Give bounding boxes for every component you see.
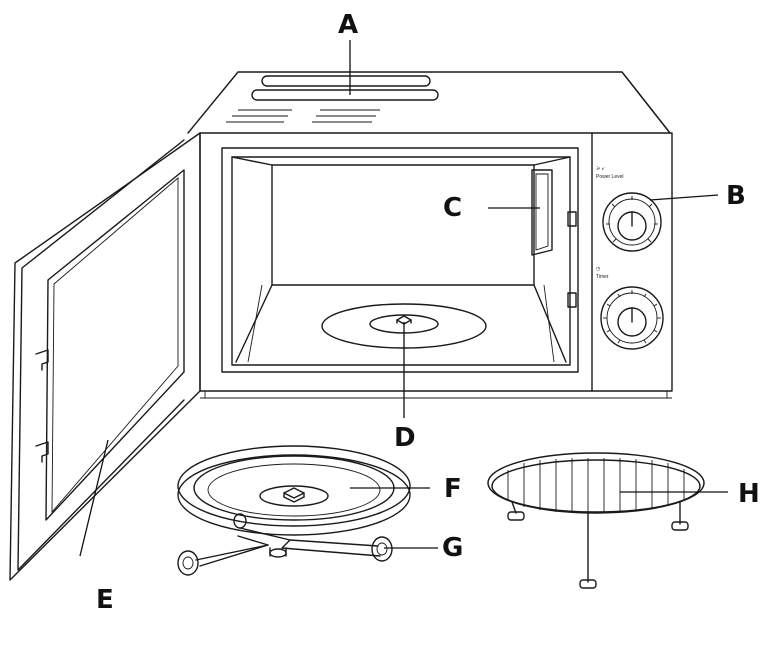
door-latch-slot-upper bbox=[567, 211, 577, 227]
label-a: A bbox=[338, 10, 358, 40]
svg-text:◷: ◷ bbox=[596, 266, 601, 272]
control-panel: ⚞ ⩗ Power Level ◷ Timer bbox=[596, 166, 664, 350]
microwave-door bbox=[9, 132, 201, 581]
power-level-label: Power Level bbox=[596, 174, 624, 180]
label-c: C bbox=[443, 193, 462, 223]
svg-text:⚞ ⩗: ⚞ ⩗ bbox=[596, 166, 605, 172]
power-level-knob[interactable] bbox=[602, 192, 662, 252]
label-g: G bbox=[442, 533, 463, 563]
microwave-body bbox=[187, 71, 673, 399]
timer-knob[interactable] bbox=[600, 286, 664, 350]
leader-lines bbox=[79, 40, 728, 557]
label-e: E bbox=[96, 585, 114, 615]
label-f: F bbox=[444, 474, 462, 504]
oven-cavity bbox=[221, 147, 579, 373]
label-b: B bbox=[726, 181, 746, 211]
label-d: D bbox=[394, 423, 416, 453]
top-vents bbox=[226, 75, 439, 123]
grill-rack bbox=[487, 452, 705, 589]
door-latch-slot-lower bbox=[567, 292, 577, 308]
timer-label: Timer bbox=[596, 274, 609, 280]
door-hook-upper bbox=[35, 349, 49, 371]
door-hook-lower bbox=[35, 441, 49, 463]
glass-turntable-tray bbox=[177, 445, 411, 536]
roller-support-ring bbox=[177, 513, 393, 576]
label-h: H bbox=[738, 479, 760, 509]
